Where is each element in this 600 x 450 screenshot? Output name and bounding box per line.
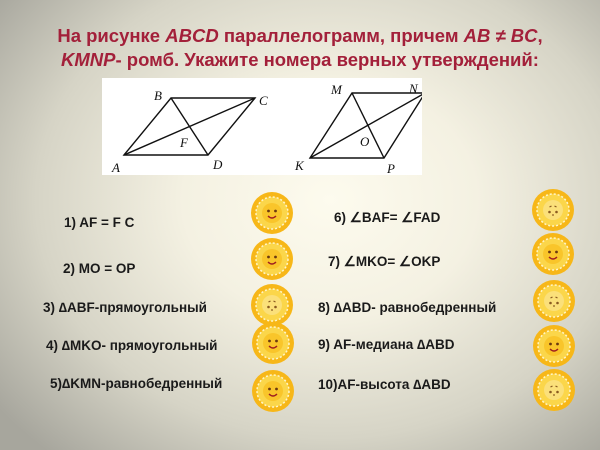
label-f: F [179, 135, 189, 150]
statement-8: 8) ∆ABD- равнобедренный [318, 300, 497, 315]
label-d: D [212, 157, 223, 172]
label-o: O [360, 134, 370, 149]
figures-drawing: A B C D F K M N P O [111, 81, 422, 175]
label-a: A [111, 160, 120, 175]
label-m: M [330, 82, 343, 97]
statement-5: 5)∆KMN-равнобедренный [50, 376, 223, 391]
sad-sun-icon[interactable] [250, 283, 294, 327]
label-k: K [294, 158, 305, 173]
parallelogram-abcd [122, 97, 257, 156]
statement-1: 1) AF = F C [64, 215, 135, 230]
happy-sun-icon[interactable] [531, 232, 575, 276]
label-b: B [154, 88, 162, 103]
label-n: N [408, 81, 419, 96]
title-line-2: KMNP- ромб. Укажите номера верных утверж… [61, 49, 539, 70]
happy-sun-icon[interactable] [250, 191, 294, 235]
sad-sun-icon[interactable] [532, 368, 576, 412]
statement-7: 7) ∠MKO= ∠OKP [328, 254, 441, 269]
sad-sun-icon[interactable] [531, 188, 575, 232]
statement-4: 4) ∆MKO- прямоугольный [46, 338, 218, 353]
statement-3: 3) ∆ABF-прямоугольный [43, 300, 207, 315]
sad-sun-icon[interactable] [532, 279, 576, 323]
label-p: P [386, 161, 395, 175]
task-title: На рисунке ABCD параллелограмм, причем A… [0, 24, 600, 72]
happy-sun-icon[interactable] [251, 369, 295, 413]
statement-9: 9) AF-медиана ∆ABD [318, 337, 455, 352]
happy-sun-icon[interactable] [532, 324, 576, 368]
statement-2: 2) MO = OP [63, 261, 136, 276]
rhombus-kmnp [308, 92, 422, 159]
happy-sun-icon[interactable] [250, 237, 294, 281]
geometry-figures: A B C D F K M N P O [102, 78, 422, 175]
statement-6: 6) ∠BAF= ∠FAD [334, 210, 441, 225]
label-c: C [259, 93, 268, 108]
happy-sun-icon[interactable] [251, 321, 295, 365]
title-line-1: На рисунке ABCD параллелограмм, причем A… [57, 25, 543, 46]
statement-10: 10)AF-высота ∆ABD [318, 377, 451, 392]
